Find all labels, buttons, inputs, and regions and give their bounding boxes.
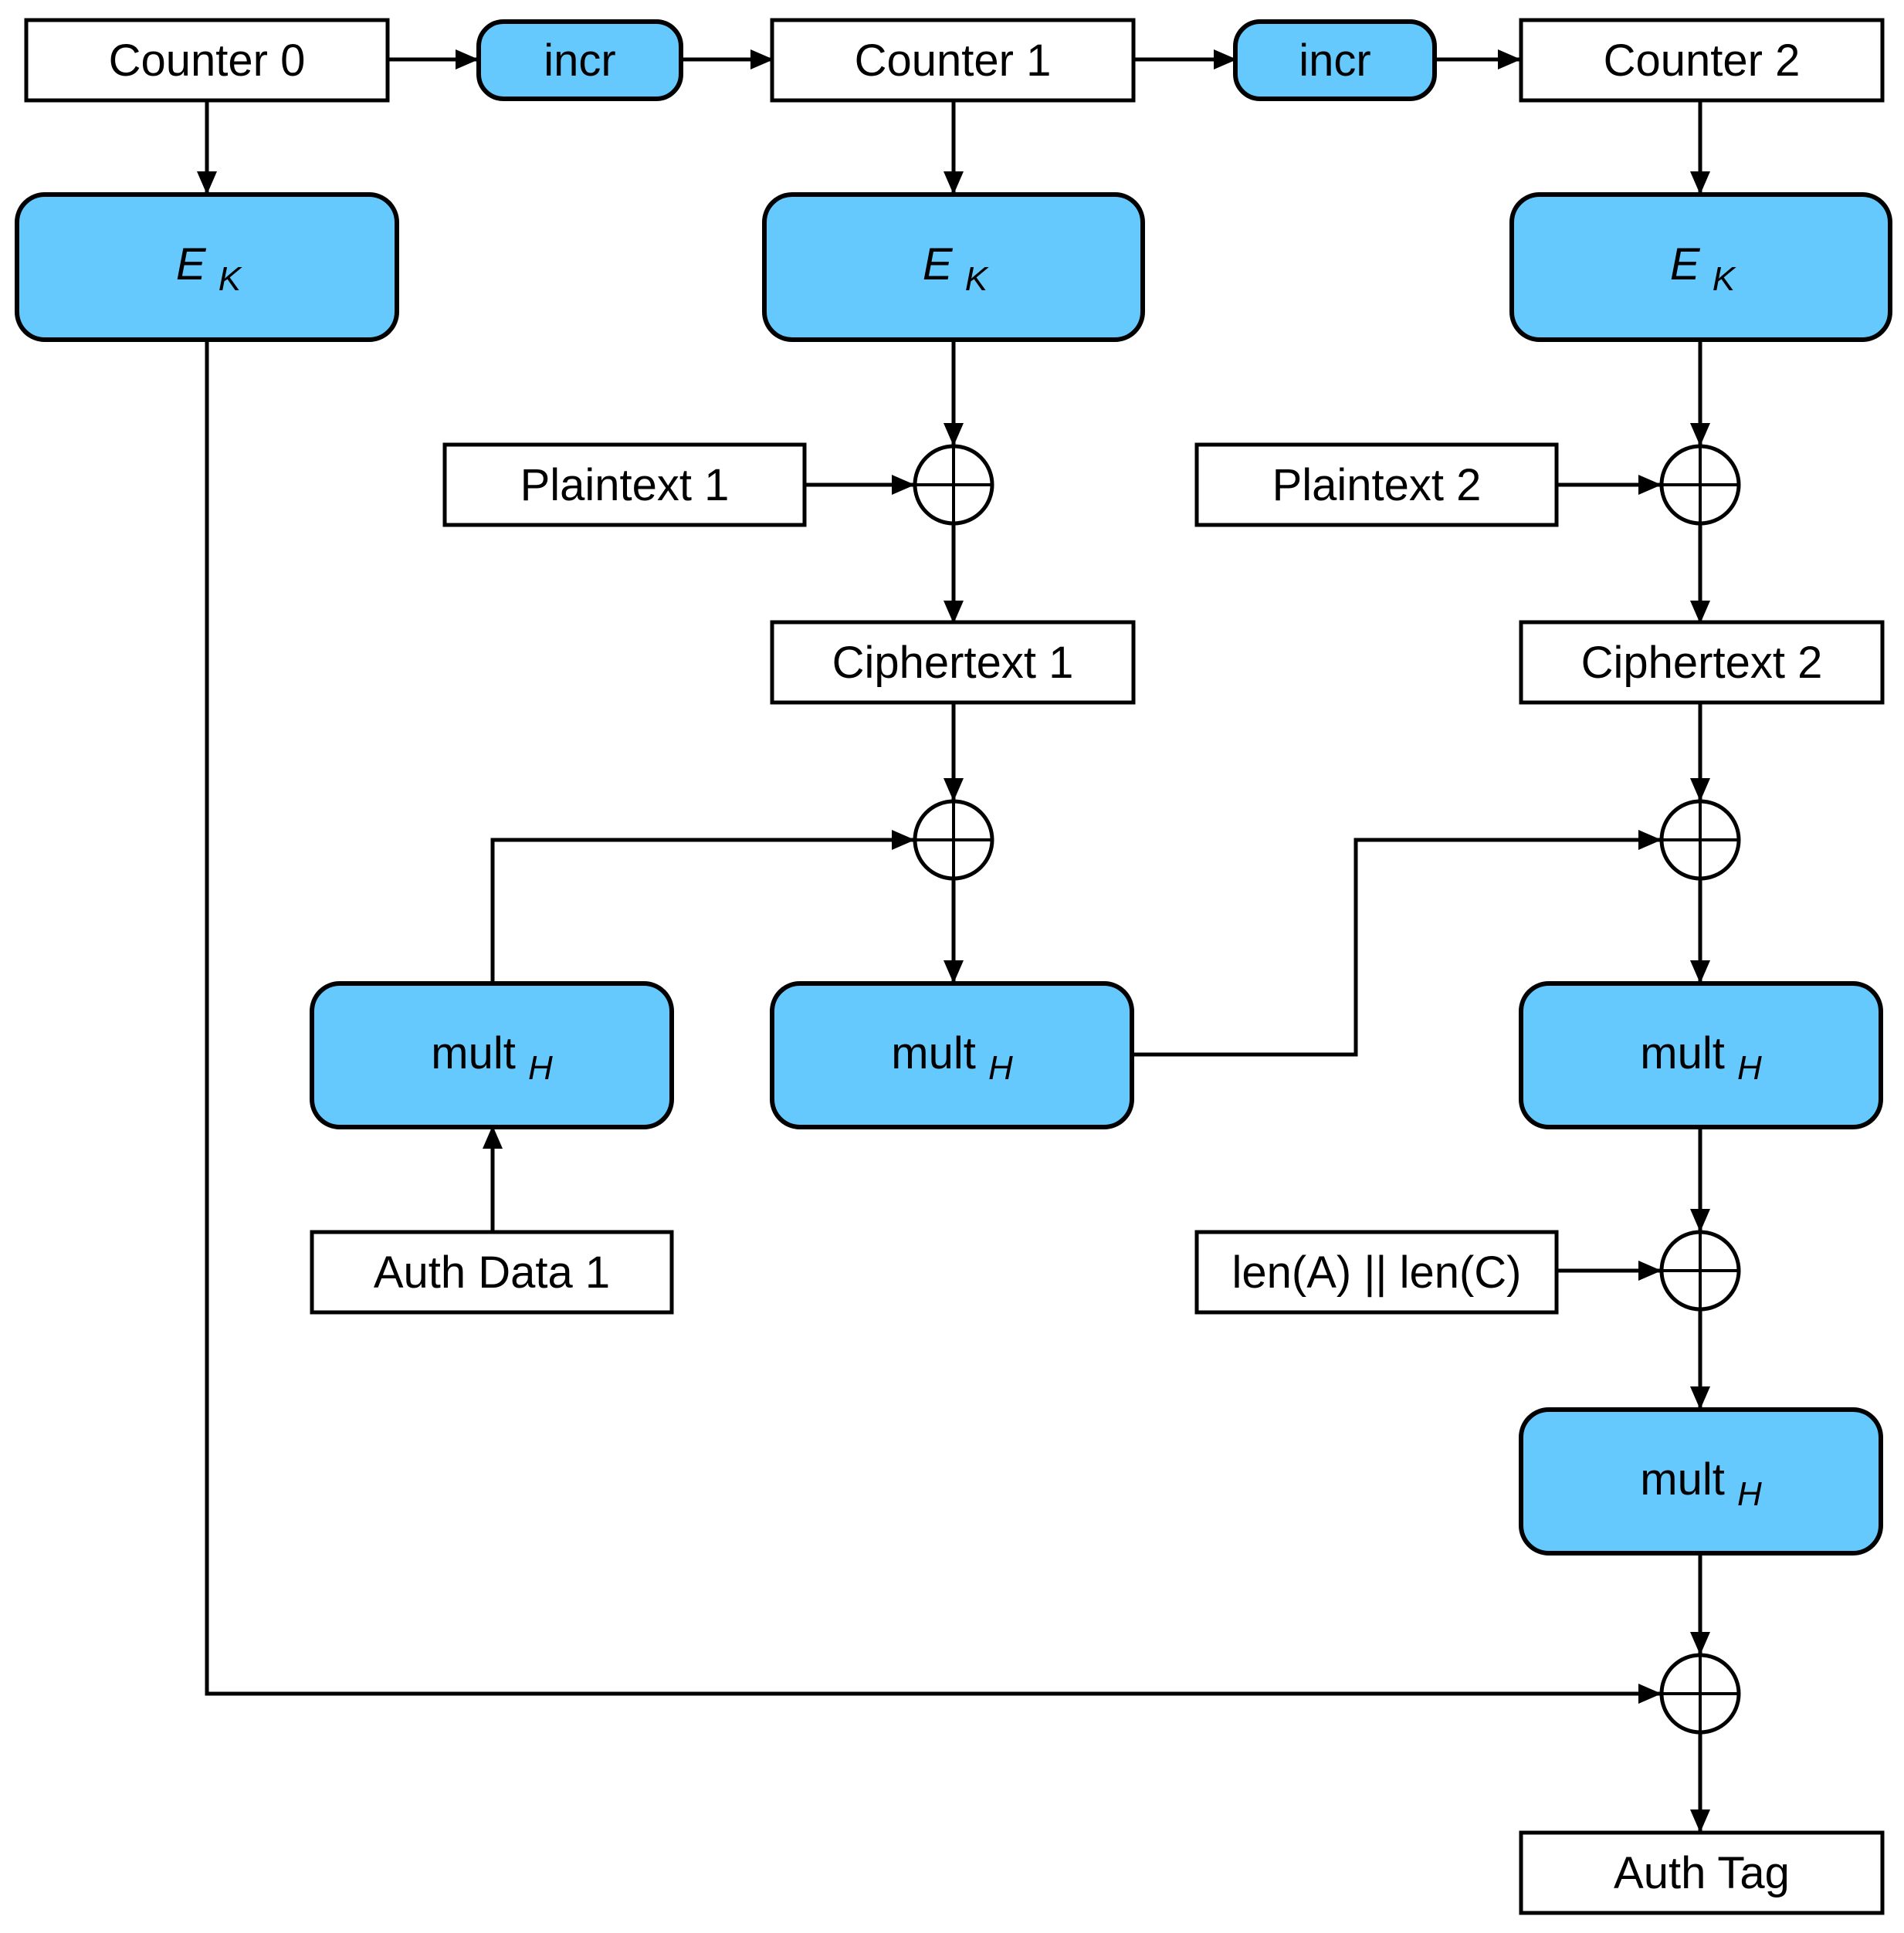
xor-icon	[1659, 444, 1741, 526]
xor-nodes	[913, 444, 1741, 1735]
ciphertext1-label: Ciphertext 1	[832, 638, 1074, 688]
counter2-label: Counter 2	[1604, 36, 1801, 86]
counter1-label: Counter 1	[855, 36, 1052, 86]
ciphertext2-box: Ciphertext 2	[1519, 620, 1885, 705]
counter0-box: Counter 0	[24, 18, 390, 103]
mult3-block: mult H	[1519, 1407, 1883, 1556]
plaintext2-label: Plaintext 2	[1272, 460, 1482, 510]
ek1-label: E K	[923, 239, 989, 298]
xor-icon	[1659, 1653, 1741, 1735]
authdata1-label: Auth Data 1	[374, 1247, 610, 1298]
ek2-label: E K	[1670, 239, 1736, 298]
incr2-label: incr	[1299, 36, 1370, 86]
authtag-box: Auth Tag	[1519, 1830, 1885, 1915]
counter1-box: Counter 1	[770, 18, 1136, 103]
ek2-block: E K	[1509, 192, 1892, 342]
ciphertext2-label: Ciphertext 2	[1581, 638, 1823, 688]
authtag-label: Auth Tag	[1614, 1848, 1790, 1898]
mult1-block: mult H	[770, 981, 1134, 1129]
xor-icon	[913, 799, 994, 881]
xor-icon	[913, 444, 994, 526]
lenac-label: len(A) || len(C)	[1232, 1247, 1522, 1298]
edges	[197, 49, 1710, 1833]
mult-auth-block: mult H	[310, 981, 674, 1129]
mult2-block: mult H	[1519, 981, 1883, 1129]
ek1-block: E K	[762, 192, 1145, 342]
ciphertext1-box: Ciphertext 1	[770, 620, 1136, 705]
xor-icon	[1659, 799, 1741, 881]
ek0-label: E K	[176, 239, 242, 298]
ek0-block: E K	[15, 192, 399, 342]
edge-mult1-xor4	[1133, 830, 1662, 1057]
counter0-label: Counter 0	[109, 36, 306, 86]
mult1-label: mult H	[891, 1028, 1013, 1087]
incr1-label: incr	[544, 36, 615, 86]
counter2-box: Counter 2	[1519, 18, 1885, 103]
plaintext1-box: Plaintext 1	[442, 442, 807, 527]
mult2-label: mult H	[1640, 1028, 1762, 1087]
incr1-block: incr	[476, 19, 683, 101]
mult-auth-label: mult H	[431, 1028, 553, 1087]
mult3-label: mult H	[1640, 1454, 1762, 1513]
edge-multauth-xor3	[490, 830, 915, 982]
xor-icon	[1659, 1230, 1741, 1312]
authdata1-box: Auth Data 1	[310, 1230, 674, 1315]
edge-ek0-xor6	[205, 340, 1662, 1704]
lenac-box: len(A) || len(C)	[1194, 1230, 1559, 1315]
plaintext1-label: Plaintext 1	[520, 460, 730, 510]
plaintext2-box: Plaintext 2	[1194, 442, 1559, 527]
incr2-block: incr	[1233, 19, 1437, 101]
